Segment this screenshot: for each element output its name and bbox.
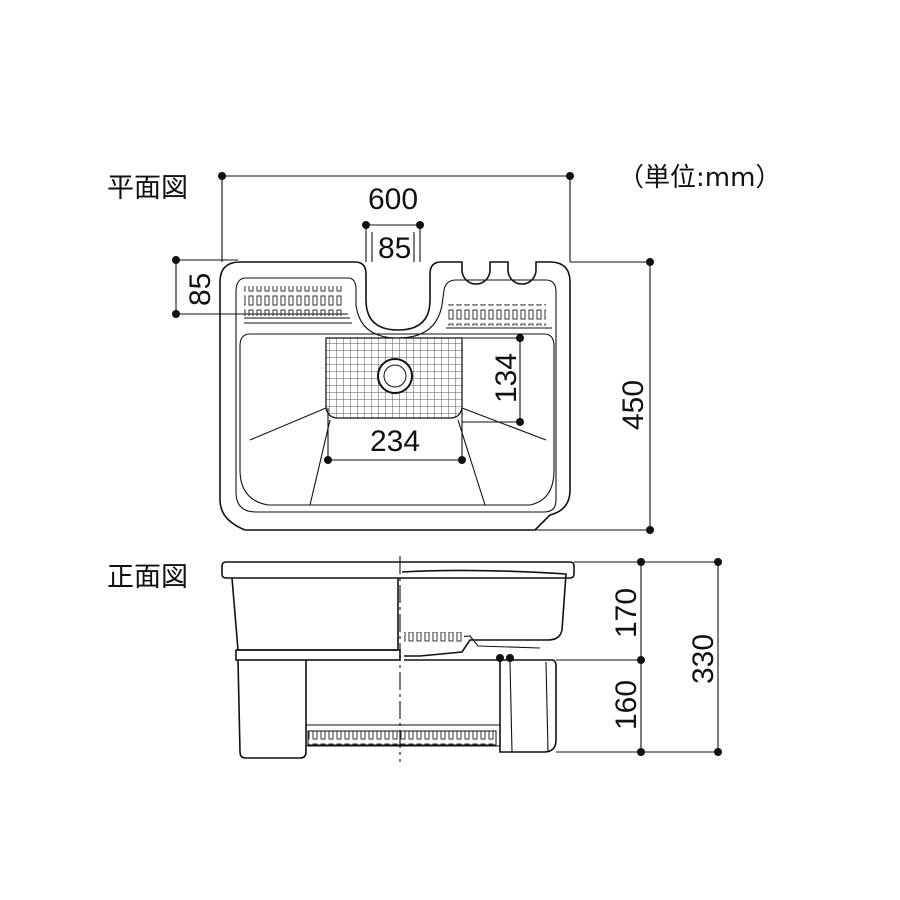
unit-label: （単位:mm） <box>618 163 781 193</box>
front-section-grid <box>404 632 464 642</box>
basin-outline <box>239 333 555 506</box>
front-view <box>221 556 575 762</box>
plan-view <box>219 261 571 531</box>
dim-depth: 450 <box>617 380 650 430</box>
dim-lower-height: 160 <box>610 680 643 730</box>
plan-view-label: 平面図 <box>107 173 188 204</box>
front-slats <box>307 730 497 746</box>
basin-floor <box>249 340 547 506</box>
dim-width: 600 <box>368 183 418 216</box>
front-right-section <box>401 569 567 657</box>
dim-faucet-notch: 85 <box>378 232 411 265</box>
dim-rim-depth: 85 <box>184 273 217 306</box>
sink-outer-outline <box>219 261 571 531</box>
right-drain-slats <box>446 304 546 326</box>
dim-upper-height: 170 <box>610 588 643 638</box>
front-view-label: 正面図 <box>107 562 188 593</box>
front-rim <box>221 561 575 579</box>
dim-total-height: 330 <box>687 634 720 684</box>
left-drain-slats <box>244 286 342 316</box>
front-dimensions: 170 160 330 <box>556 558 722 756</box>
front-left-leg <box>237 659 307 759</box>
front-left-exterior <box>231 577 399 651</box>
plan-dimensions: 600 85 85 134 234 45 <box>172 172 654 534</box>
sink-inner-rim <box>235 277 557 513</box>
front-step <box>235 649 401 661</box>
dim-drain-depth: 134 <box>490 353 523 403</box>
dim-drain-width: 234 <box>370 425 420 458</box>
